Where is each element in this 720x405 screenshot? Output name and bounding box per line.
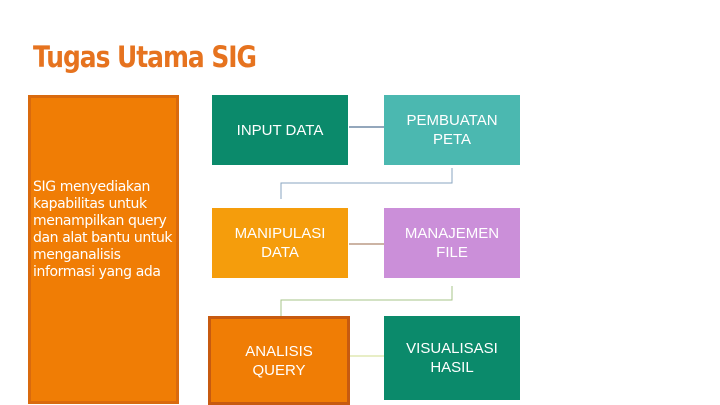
step-input-data: INPUT DATA bbox=[212, 95, 348, 165]
step-label: INPUT DATA bbox=[236, 121, 324, 139]
step-label: MANAJEMEN FILE bbox=[404, 225, 500, 261]
step-pembuatan-peta: PEMBUATAN PETA bbox=[384, 95, 520, 165]
connector-row2-to-row3 bbox=[280, 286, 453, 316]
step-manajemen-file: MANAJEMEN FILE bbox=[384, 208, 520, 278]
step-label: MANIPULASI DATA bbox=[234, 225, 326, 261]
connector-row1-to-row2 bbox=[280, 168, 453, 199]
step-analisis-query: ANALISIS QUERY bbox=[208, 316, 350, 405]
step-label: ANALISIS QUERY bbox=[245, 342, 313, 379]
step-label: PEMBUATAN PETA bbox=[406, 112, 498, 148]
step-label: VISUALISASI HASIL bbox=[406, 340, 498, 376]
step-manipulasi-data: MANIPULASI DATA bbox=[212, 208, 348, 278]
step-visualisasi-hasil: VISUALISASI HASIL bbox=[384, 316, 520, 400]
sidebar-panel bbox=[28, 95, 179, 404]
page-title: Tugas Utama SIG bbox=[33, 40, 257, 74]
sidebar-description: SIG menyediakan kapabilitas untuk menamp… bbox=[33, 179, 173, 280]
